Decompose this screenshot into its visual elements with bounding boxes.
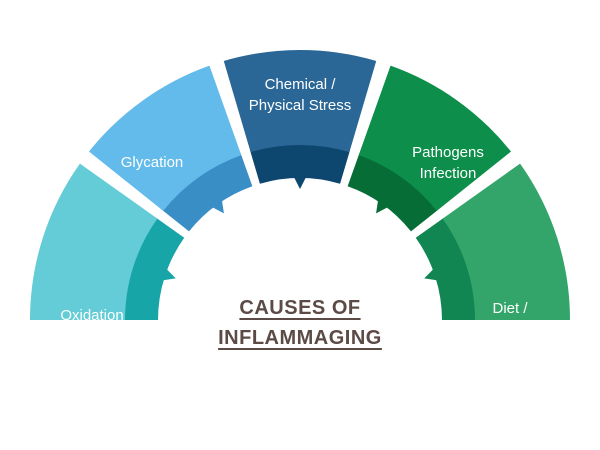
- center-title-line-2: INFLAMMAGING: [218, 327, 382, 349]
- segment-inner-band: [415, 217, 477, 320]
- segment-outer-band: [88, 65, 242, 211]
- segment-label: Oxidation: [60, 307, 123, 324]
- segment-inner-band: [161, 153, 253, 232]
- segment-pointer: [424, 268, 439, 281]
- segment-label-line: Oxidation: [60, 307, 123, 324]
- segment-inner-band: [250, 143, 350, 184]
- segment-label: Chemical / Physical Stress: [249, 76, 352, 114]
- segment-label-line: Diet /: [492, 300, 528, 317]
- segment-diet-obesity: Diet / Obesity: [415, 163, 570, 338]
- segment-label-line: Physical Stress: [249, 97, 352, 114]
- segment-outer-band: [358, 65, 512, 211]
- segment-inner-band: [347, 153, 439, 232]
- segment-glycation: Glycation: [88, 65, 253, 232]
- segment-outer-band: [223, 50, 377, 153]
- segment-label-line: Glycation: [121, 154, 184, 171]
- segment-pointer: [376, 199, 389, 214]
- segment-oxidation: Oxidation: [30, 163, 185, 324]
- segment-outer-band: [442, 163, 570, 320]
- segment-label: Diet / Obesity: [485, 300, 536, 338]
- segment-label-line: Infection: [420, 165, 477, 182]
- segment-label-line: Obesity: [485, 321, 536, 338]
- segment-inner-band: [123, 217, 185, 320]
- segment-chemical-physical-stress: Chemical / Physical Stress: [223, 50, 377, 189]
- segment-outer-band: [30, 163, 158, 320]
- segment-label-line: Pathogens: [412, 144, 484, 161]
- segment-pointer: [211, 199, 224, 214]
- segment-label: Glycation: [121, 154, 184, 171]
- segment-label-line: Chemical /: [265, 76, 337, 93]
- segment-pointer: [161, 268, 176, 281]
- center-title-line-1: CAUSES OF: [239, 297, 361, 319]
- segment-pointer: [293, 176, 307, 189]
